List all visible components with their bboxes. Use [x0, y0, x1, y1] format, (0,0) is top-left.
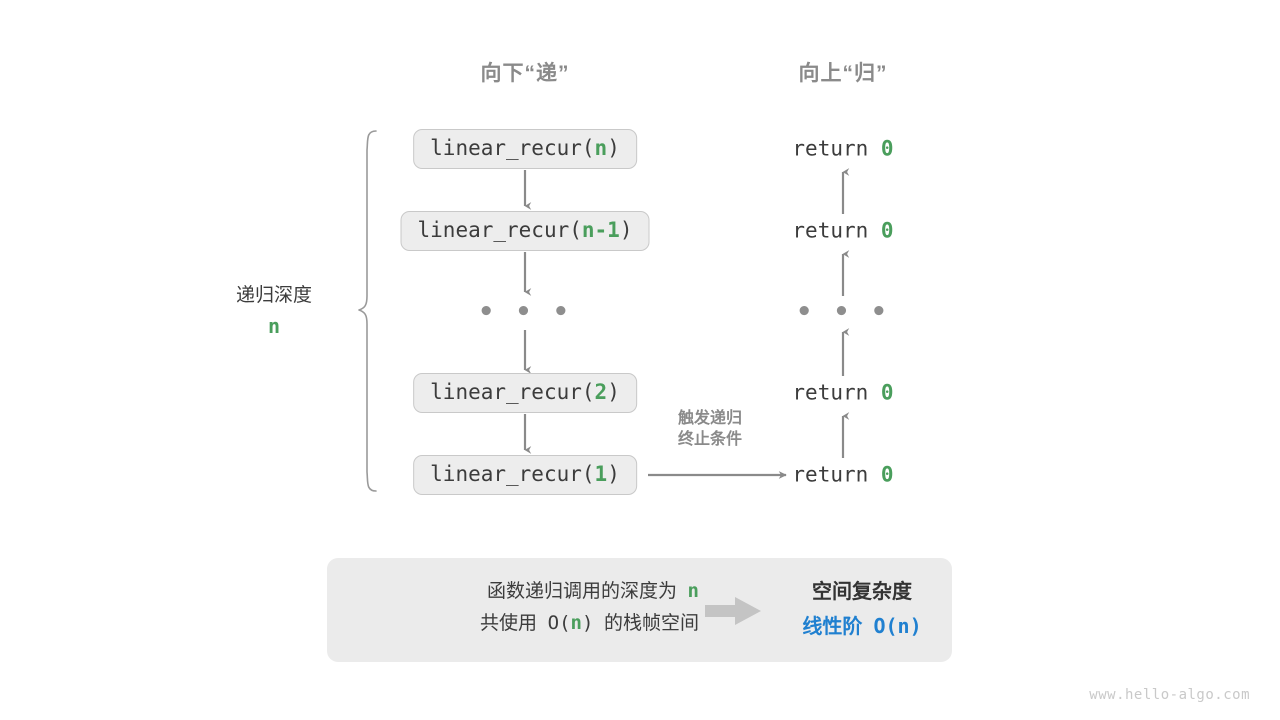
column-header-ascend: 向上“归”	[798, 62, 888, 85]
return-keyword: return	[792, 136, 869, 161]
call-box-arg: 2	[594, 380, 608, 404]
recursion-depth-brace	[358, 130, 377, 492]
right-block-arrow-icon	[705, 597, 761, 625]
summary-line-2-text-b: 的栈帧空间	[603, 612, 699, 634]
call-box-prefix: linear_recur(	[430, 380, 595, 404]
call-box-suffix: )	[607, 136, 620, 160]
summary-line-2: 共使用 O(n) 的栈帧空间	[369, 608, 699, 640]
return-label-4: return 0	[792, 462, 894, 487]
space-complexity-value: 线性阶 O(n)	[777, 610, 947, 643]
return-value: 0	[880, 136, 894, 161]
summary-line-2-n: n	[570, 611, 582, 634]
summary-line-1-text: 函数递归调用的深度为	[486, 581, 677, 602]
summary-panel: 函数递归调用的深度为 n 共使用 O(n) 的栈帧空间 空间复杂度 线性阶 O(…	[327, 558, 952, 662]
space-complexity-formula: O(n)	[873, 614, 922, 639]
termination-condition-note: 触发递归 终止条件	[678, 409, 742, 451]
call-box-n[interactable]: linear_recur(n)	[413, 129, 637, 169]
call-box-prefix: linear_recur(	[430, 136, 595, 160]
call-box-n-minus-1[interactable]: linear_recur(n-1)	[400, 211, 650, 251]
return-stack-ellipsis: • • •	[796, 297, 890, 327]
summary-line-2-text-a: 共使用	[480, 612, 538, 634]
termination-note-line2: 终止条件	[677, 430, 743, 448]
return-value: 0	[880, 218, 894, 243]
recursion-depth-text: 递归深度	[235, 285, 313, 306]
termination-note-line1: 触发递归	[677, 410, 743, 427]
call-box-suffix: )	[619, 218, 633, 242]
call-box-arg: 1	[594, 462, 608, 486]
column-header-descend: 向下“递”	[480, 62, 570, 85]
call-box-prefix: linear_recur(	[430, 462, 595, 486]
summary-line-1-n: n	[687, 580, 699, 602]
return-label-2: return 0	[792, 218, 894, 243]
summary-line-2-close: )	[581, 611, 594, 634]
return-value: 0	[880, 380, 894, 405]
call-box-suffix: )	[607, 380, 620, 404]
call-box-arg: n	[594, 136, 608, 160]
return-keyword: return	[792, 218, 869, 243]
summary-left-text: 函数递归调用的深度为 n 共使用 O(n) 的栈帧空间	[369, 576, 699, 640]
call-box-prefix: linear_recur(	[417, 218, 582, 242]
summary-right-text: 空间复杂度 线性阶 O(n)	[777, 576, 947, 644]
watermark: www.hello-algo.com	[1089, 687, 1250, 703]
call-box-arg: n-1	[581, 218, 620, 242]
call-box-suffix: )	[607, 462, 620, 486]
return-label-3: return 0	[792, 380, 894, 405]
call-stack-ellipsis: • • •	[478, 297, 572, 327]
call-box-1[interactable]: linear_recur(1)	[413, 455, 637, 495]
call-box-2[interactable]: linear_recur(2)	[413, 373, 637, 413]
space-complexity-title: 空间复杂度	[812, 581, 912, 603]
space-complexity-order: 线性阶	[802, 616, 863, 639]
recursion-depth-label: 递归深度 n	[236, 283, 312, 340]
return-keyword: return	[792, 380, 869, 405]
return-value: 0	[880, 462, 894, 487]
summary-line-1: 函数递归调用的深度为 n	[369, 576, 699, 608]
recursion-depth-value: n	[267, 313, 281, 338]
return-label-1: return 0	[792, 136, 894, 161]
return-keyword: return	[792, 462, 869, 487]
summary-line-2-o: O(	[547, 611, 571, 634]
